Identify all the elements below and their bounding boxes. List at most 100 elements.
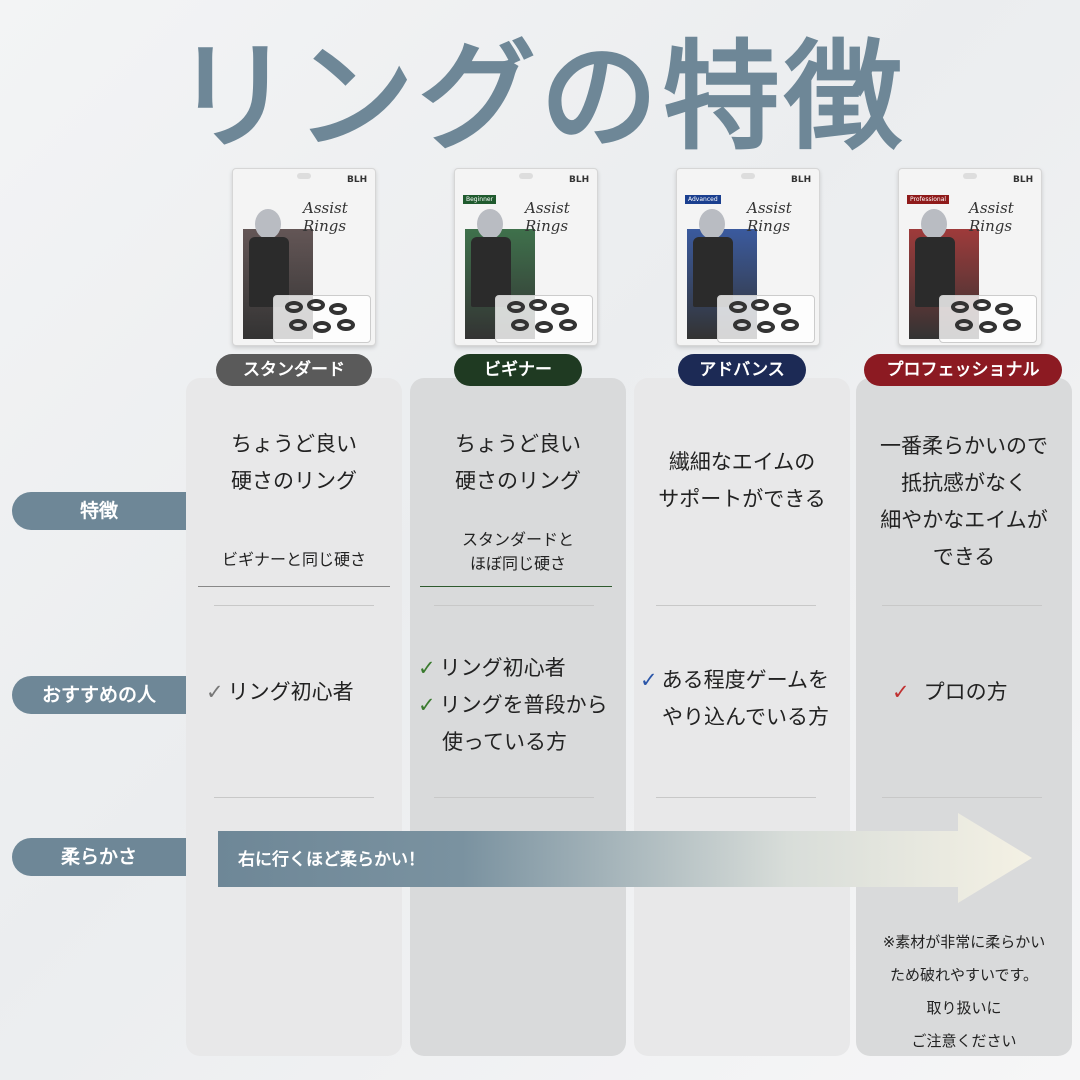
divider: [656, 797, 816, 798]
feature-note-underline: [420, 586, 612, 587]
package-tag: Beginner: [463, 195, 497, 204]
character-head: [477, 209, 503, 239]
recommended-item: ✓リングを普段から: [418, 687, 608, 724]
recommended-standard: ✓リング初心者: [206, 674, 354, 711]
feature-line: 細やかなエイムが: [880, 508, 1048, 532]
feature-note-line: ビギナーと同じ硬さ: [221, 550, 366, 569]
ring-icon: [329, 303, 347, 315]
divider: [434, 605, 594, 606]
package-script: Assist Rings: [969, 199, 1014, 235]
recommended-item: やり込んでいる方: [640, 699, 829, 736]
ring-icon: [507, 301, 525, 313]
ring-icon: [733, 319, 751, 331]
recommended-text: やり込んでいる方: [662, 705, 829, 729]
feature-line: 硬さのリング: [455, 469, 581, 493]
divider: [434, 797, 594, 798]
footnote-line: ため破れやすいです。: [889, 966, 1039, 984]
ring-icon: [995, 303, 1013, 315]
recommended-beginner: ✓リング初心者 ✓リングを普段から 使っている方: [418, 650, 608, 761]
ring-icon: [757, 321, 775, 333]
column-professional: [856, 378, 1072, 1056]
recommended-text: ある程度ゲームを: [661, 668, 829, 692]
feature-advanced: 繊細なエイムの サポートができる: [634, 444, 850, 518]
package-logo: BLH: [347, 175, 368, 185]
ring-icon: [289, 319, 307, 331]
check-icon: ✓: [206, 680, 224, 704]
recommended-professional: ✓ プロの方: [892, 674, 1008, 711]
package-script: Assist Rings: [525, 199, 570, 235]
package-tag: Professional: [907, 195, 950, 204]
hang-hole: [519, 173, 533, 179]
recommended-text: リングを普段から: [439, 693, 608, 717]
feature-line: サポートができる: [658, 487, 826, 511]
feature-line: 抵抗感がなく: [901, 471, 1027, 495]
ring-icon: [973, 299, 991, 311]
column-standard: [186, 378, 402, 1056]
divider: [882, 797, 1042, 798]
softness-arrow-icon: [218, 813, 1032, 903]
divider: [882, 605, 1042, 606]
ring-icon: [337, 319, 355, 331]
ring-icon: [955, 319, 973, 331]
package-script: Assist Rings: [747, 199, 792, 235]
hang-hole: [741, 173, 755, 179]
divider: [214, 605, 374, 606]
recommended-item: 使っている方: [418, 724, 608, 761]
hang-hole: [963, 173, 977, 179]
package-image-advanced: BLH Advanced Assist Rings: [676, 168, 820, 346]
feature-line: ちょうど良い: [455, 432, 581, 456]
check-icon: ✓: [418, 693, 436, 717]
feature-note-standard: ビギナーと同じ硬さ: [186, 548, 402, 572]
tier-pill-professional: プロフェッショナル: [864, 354, 1062, 386]
package-logo: BLH: [1013, 175, 1034, 185]
recommended-item: ✓リング初心者: [418, 650, 608, 687]
character-head: [699, 209, 725, 239]
ring-icon: [313, 321, 331, 333]
divider: [656, 605, 816, 606]
feature-note-beginner: スタンダードと ほぼ同じ硬さ: [410, 528, 626, 576]
row-label-recommended: おすすめの人: [12, 676, 186, 714]
character-head: [255, 209, 281, 239]
ring-icon: [535, 321, 553, 333]
feature-line: ちょうど良い: [231, 432, 357, 456]
check-icon: ✓: [418, 656, 436, 680]
professional-footnote: ※素材が非常に柔らかい ため破れやすいです。 取り扱いに ご注意ください: [856, 926, 1072, 1058]
feature-note-underline: [198, 586, 390, 587]
ring-icon: [511, 319, 529, 331]
ring-icon: [529, 299, 547, 311]
ring-icon: [773, 303, 791, 315]
footnote-line: 取り扱いに: [926, 999, 1002, 1017]
package-image-professional: BLH Professional Assist Rings: [898, 168, 1042, 346]
feature-line: 一番柔らかいので: [880, 434, 1048, 458]
ring-icon: [979, 321, 997, 333]
recommended-item: ✓ プロの方: [892, 674, 1008, 711]
ring-icon: [551, 303, 569, 315]
package-tag: Advanced: [685, 195, 721, 204]
row-label-features: 特徴: [12, 492, 186, 530]
ring-icon: [951, 301, 969, 313]
feature-note-line: ほぼ同じ硬さ: [469, 554, 566, 573]
column-advanced: [634, 378, 850, 1056]
row-label-softness: 柔らかさ: [12, 838, 186, 876]
tier-pill-standard: スタンダード: [216, 354, 372, 386]
feature-beginner: ちょうど良い 硬さのリング: [410, 426, 626, 500]
divider: [214, 797, 374, 798]
column-beginner: [410, 378, 626, 1056]
check-icon: ✓: [892, 680, 910, 704]
ring-icon: [1003, 319, 1021, 331]
recommended-text: 使っている方: [442, 730, 567, 754]
feature-line: 硬さのリング: [231, 469, 357, 493]
ring-icon: [751, 299, 769, 311]
recommended-text: プロの方: [923, 680, 1008, 704]
footnote-line: ※素材が非常に柔らかい: [882, 933, 1046, 951]
ring-icon: [285, 301, 303, 313]
recommended-text: リング初心者: [227, 680, 354, 704]
package-logo: BLH: [791, 175, 812, 185]
ring-icon: [729, 301, 747, 313]
hang-hole: [297, 173, 311, 179]
feature-professional: 一番柔らかいので 抵抗感がなく 細やかなエイムが できる: [856, 428, 1072, 576]
feature-note-line: スタンダードと: [461, 530, 574, 549]
feature-line: 繊細なエイムの: [668, 450, 816, 474]
recommended-text: リング初心者: [439, 656, 566, 680]
